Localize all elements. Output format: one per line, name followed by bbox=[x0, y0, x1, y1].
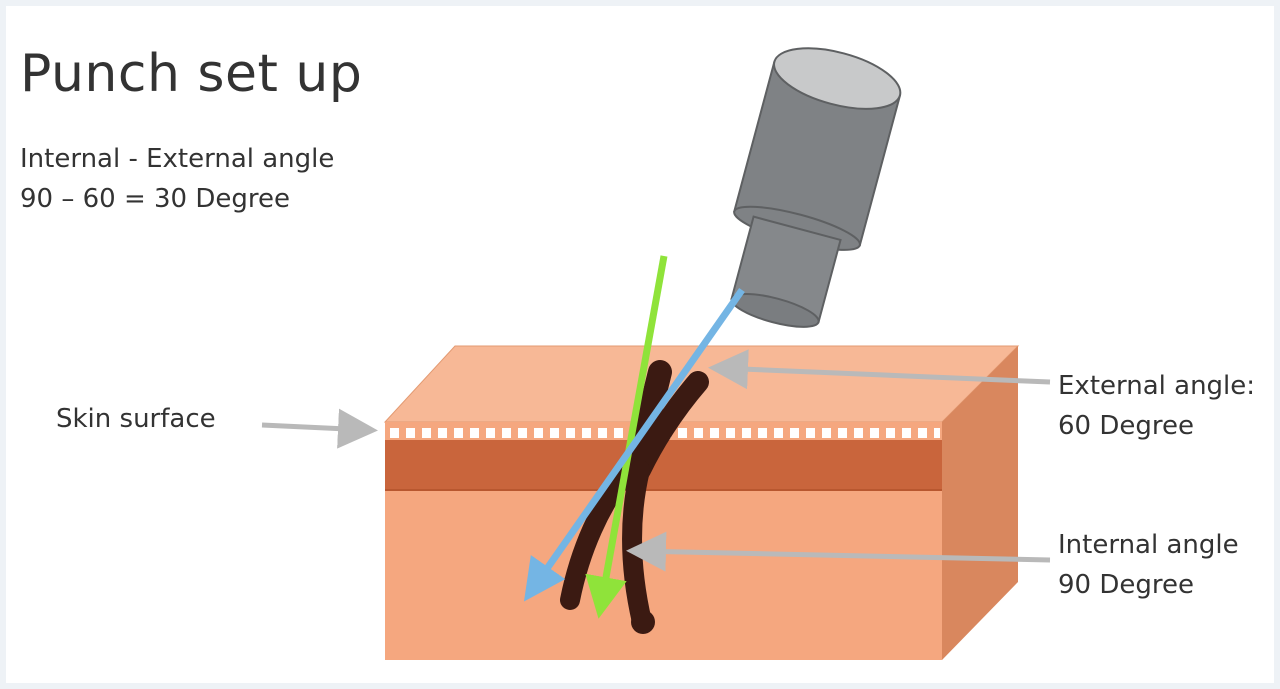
punch-top-face bbox=[773, 47, 902, 110]
skin-surface-pointer-arrow bbox=[261, 408, 378, 449]
external-angle-label-line-1: External angle: bbox=[1058, 371, 1256, 401]
internal-angle-label-line-2: 90 Degree bbox=[1058, 570, 1194, 600]
hair-branch-left bbox=[560, 460, 638, 610]
external-angle-label-line-2: 60 Degree bbox=[1058, 411, 1194, 441]
cylinder-punch-icon bbox=[730, 47, 902, 328]
skin-surface-label: Skin surface bbox=[56, 404, 216, 434]
skin-side-face bbox=[942, 346, 1018, 660]
external-angle-pointer-arrow bbox=[708, 349, 1051, 390]
external-axis-blue-arrow bbox=[523, 287, 745, 602]
hair-bulb bbox=[631, 610, 655, 634]
punch-tip-end bbox=[730, 292, 820, 328]
internal-angle-pointer-arrow bbox=[626, 531, 1051, 572]
internal-angle-label-line-1: Internal angle bbox=[1058, 530, 1239, 560]
subtitle-line-1: Internal - External angle bbox=[20, 144, 335, 174]
page-title: Punch set up bbox=[20, 44, 363, 104]
subtitle-line-2: 90 – 60 = 30 Degree bbox=[20, 184, 290, 214]
hair-branch-bottom bbox=[621, 460, 652, 632]
internal-axis-green-arrow bbox=[585, 255, 668, 619]
